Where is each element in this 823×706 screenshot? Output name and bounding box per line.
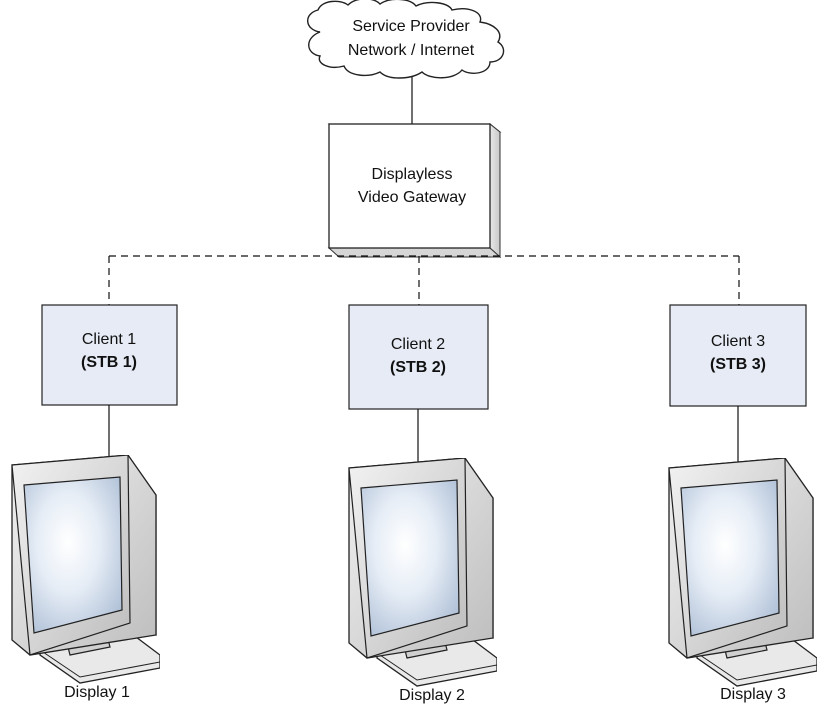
gateway-label-line1: Displayless <box>372 166 453 183</box>
display-1-label: Display 1 <box>64 684 130 701</box>
display-2-label: Display 2 <box>399 687 465 704</box>
client-2-name: Client 2 <box>391 336 445 353</box>
internet-cloud: Service Provider Network / Internet <box>307 0 505 79</box>
client-1-name: Client 1 <box>82 331 136 348</box>
monitor-icon-2 <box>348 458 497 687</box>
gateway-label-line2: Video Gateway <box>358 189 466 206</box>
network-links <box>108 255 740 305</box>
client-box-2: Client 2 (STB 2) <box>348 304 489 410</box>
monitor-icon-3 <box>668 458 817 687</box>
cloud-label-line1: Service Provider <box>352 18 470 35</box>
video-gateway: Displayless Video Gateway <box>327 122 502 259</box>
client-3-stb: (STB 3) <box>710 356 766 373</box>
cloud-label-line2: Network / Internet <box>348 42 475 59</box>
cloud-icon <box>307 0 505 79</box>
client-1-stb: (STB 1) <box>81 354 137 371</box>
client-box-1: Client 1 (STB 1) <box>41 304 178 406</box>
display-3-label: Display 3 <box>720 686 786 703</box>
client-box-3: Client 3 (STB 3) <box>669 304 807 407</box>
client-2-stb: (STB 2) <box>390 359 446 376</box>
client-3-name: Client 3 <box>711 333 765 350</box>
monitor-icon-1 <box>11 455 160 684</box>
